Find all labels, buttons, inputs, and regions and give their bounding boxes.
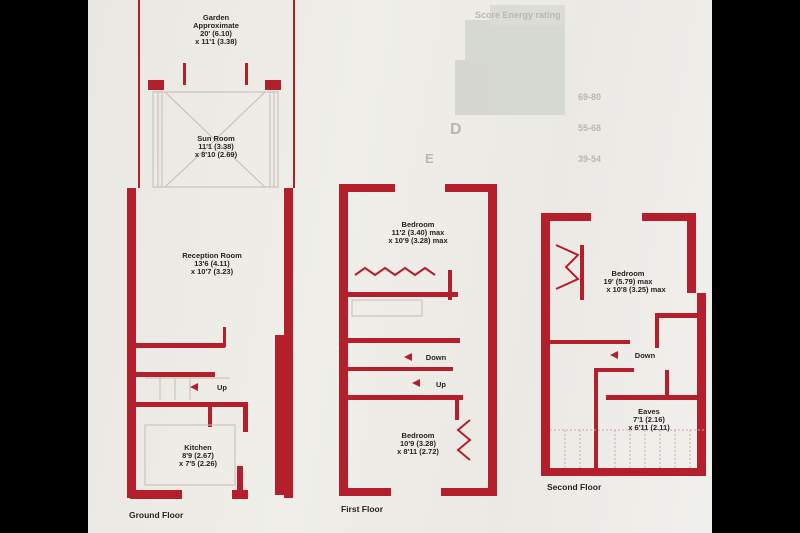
sun-room-dim: 11'1 (3.38) <box>198 142 234 151</box>
bedroom-3-dim: 19' (5.79) max <box>604 277 654 286</box>
bedroom-1-label: Bedroom <box>402 220 435 229</box>
garden-label: Garden <box>203 13 230 22</box>
bedroom-2-dim: x 8'11 (2.72) <box>397 447 439 456</box>
ground-floor-plan: Garden Approximate 20' (6.10) x 11'1 (3.… <box>127 0 295 520</box>
energy-band: 55-68 <box>578 123 601 133</box>
energy-band: 69-80 <box>578 92 601 102</box>
floor-plan-paper <box>88 0 712 533</box>
second-floor-label: Second Floor <box>547 482 602 492</box>
bedroom-1-dim: x 10'9 (3.28) max <box>388 236 448 245</box>
reception-room-dim: 13'6 (4.11) <box>194 259 230 268</box>
stairs-down-label: Down <box>635 351 656 360</box>
sun-room-dim: x 8'10 (2.69) <box>195 150 238 159</box>
energy-letter: D <box>450 121 462 138</box>
bedroom-3-dim: x 10'8 (3.25) max <box>606 285 666 294</box>
sun-room-label: Sun Room <box>197 134 235 143</box>
ground-floor-label: Ground Floor <box>129 510 184 520</box>
kitchen-label: Kitchen <box>184 443 212 452</box>
energy-letter: E <box>425 151 434 166</box>
garden-dim: 20' (6.10) <box>200 29 232 38</box>
first-floor-label: First Floor <box>341 504 384 514</box>
eaves-label: Eaves <box>638 407 660 416</box>
eaves-dim: x 6'11 (2.11) <box>628 423 670 432</box>
stairs-up-label: Up <box>217 383 227 392</box>
reception-room-label: Reception Room <box>182 251 242 260</box>
second-floor-plan: Bedroom 19' (5.79) max x 10'8 (3.25) max… <box>541 213 706 492</box>
bedroom-2-label: Bedroom <box>402 431 435 440</box>
bedroom-2-dim: 10'9 (3.28) <box>400 439 436 448</box>
energy-band: 39-54 <box>578 154 601 164</box>
kitchen-dim: x 7'5 (2.26) <box>179 459 218 468</box>
energy-rating-heading: Score Energy rating <box>475 10 561 20</box>
reception-room-dim: x 10'7 (3.23) <box>191 267 234 276</box>
energy-rating-ghost: Score Energy rating 69-80 55-68 39-54 D … <box>425 5 601 166</box>
stairs-up-label: Up <box>436 380 446 389</box>
bedroom-3-label: Bedroom <box>612 269 645 278</box>
bedroom-1-dim: 11'2 (3.40) max <box>392 228 445 237</box>
stairs-down-label: Down <box>426 353 447 362</box>
kitchen-dim: 8'9 (2.67) <box>182 451 214 460</box>
first-floor-plan: Bedroom 11'2 (3.40) max x 10'9 (3.28) ma… <box>339 184 497 514</box>
garden-dim: Approximate <box>193 21 239 30</box>
garden-dim: x 11'1 (3.38) <box>195 37 237 46</box>
eaves-dim: 7'1 (2.16) <box>633 415 665 424</box>
